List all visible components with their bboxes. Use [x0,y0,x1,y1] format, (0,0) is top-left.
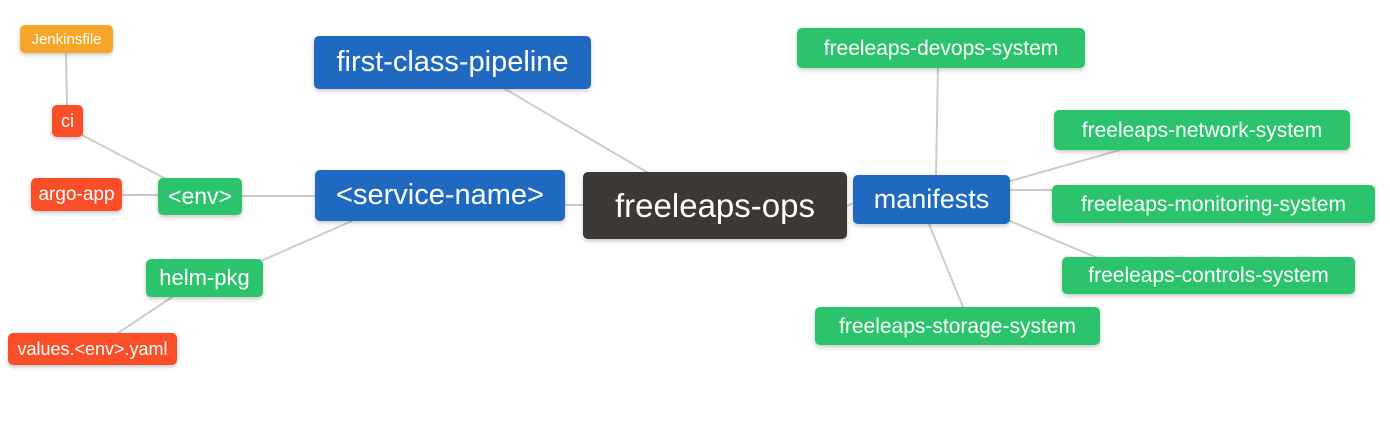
node-controls-system[interactable]: freeleaps-controls-system [1062,257,1355,294]
edge-manifests--network-system [1009,149,1121,182]
node-helm-pkg[interactable]: helm-pkg [146,259,263,297]
edge-helm-pkg--values-env-yaml [117,296,173,334]
edge-manifests--controls-system [1009,220,1101,260]
node-first-class-pipeline[interactable]: first-class-pipeline [314,36,591,89]
edge-first-class-pipeline--freeleaps-ops [504,88,651,175]
node-values-env-yaml[interactable]: values.<env>.yaml [8,333,177,365]
edge-manifests--storage-system [928,223,964,308]
edge-freeleaps-ops--manifests [846,202,854,207]
edge-manifests--devops-system [935,67,939,176]
node-devops-system[interactable]: freeleaps-devops-system [797,28,1085,68]
node-argo-app[interactable]: argo-app [31,178,122,211]
edge-ci--env [79,133,169,181]
node-env[interactable]: <env> [158,178,242,215]
node-manifests[interactable]: manifests [853,175,1010,224]
node-network-system[interactable]: freeleaps-network-system [1054,110,1350,150]
node-freeleaps-ops[interactable]: freeleaps-ops [583,172,847,239]
node-monitoring-system[interactable]: freeleaps-monitoring-system [1052,185,1375,223]
edge-service-name--helm-pkg [262,220,353,261]
node-ci[interactable]: ci [52,105,83,137]
node-service-name[interactable]: <service-name> [315,170,565,221]
edge-jenkinsfile--ci [65,52,68,106]
node-storage-system[interactable]: freeleaps-storage-system [815,307,1100,345]
node-jenkinsfile[interactable]: Jenkinsfile [20,25,113,53]
